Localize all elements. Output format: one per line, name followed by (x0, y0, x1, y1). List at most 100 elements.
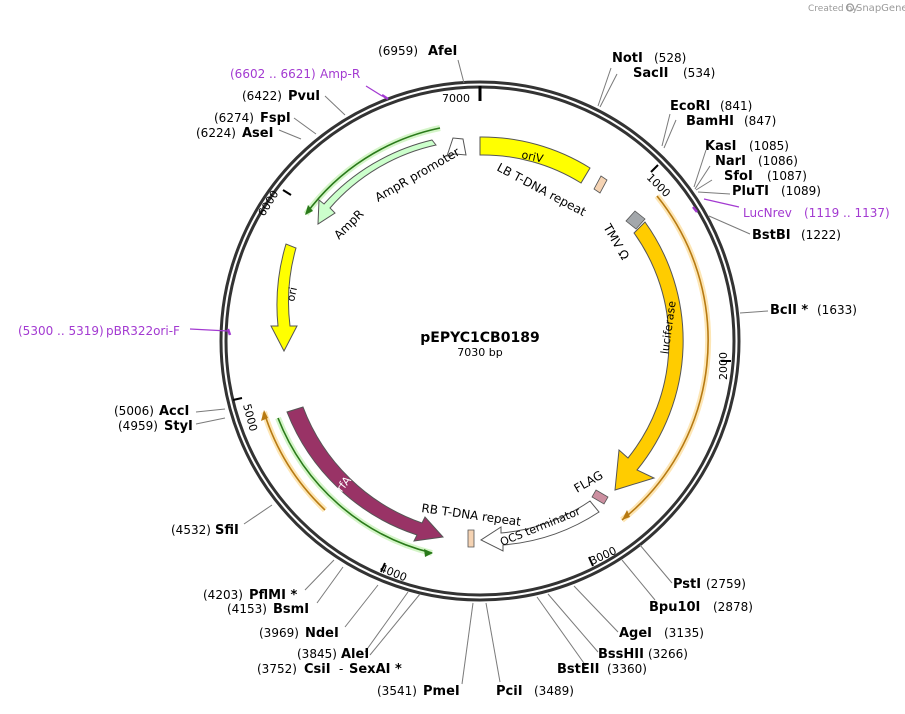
feature-flag-label: FLAG (572, 468, 606, 496)
site-acci-pos: (5006) (114, 404, 154, 418)
leader-pluti (697, 191, 731, 195)
site-sexai-name[interactable]: SexAI * (349, 662, 402, 677)
primer-pbr322ori-f-name[interactable]: pBR322ori-F (106, 324, 180, 338)
feature-tmv-omega[interactable] (625, 210, 646, 230)
feature-flag[interactable] (591, 489, 609, 505)
primer-pbr322ori-f-range: (5300 .. 5319) (18, 324, 104, 338)
leader-nari (694, 165, 711, 190)
brand-logo-text: SnapGene (856, 3, 905, 14)
leader-ecori (661, 113, 671, 147)
site-csii-pos: (3752) (257, 662, 297, 676)
primer-labels: (6602 .. 6621) Amp-R LucNrev (1119 .. 11… (18, 67, 890, 338)
leader-pmei (461, 602, 474, 685)
feature-ocs-terminator[interactable] (479, 500, 600, 552)
site-sacii-pos: (534) (683, 66, 715, 80)
site-pmei-pos: (3541) (377, 684, 417, 698)
site-psti-name[interactable]: PstI (673, 577, 701, 592)
leader-ndei (344, 584, 379, 628)
leader-amp-r (365, 85, 383, 97)
leader-lucnrev (703, 198, 740, 208)
site-bsteii-name[interactable]: BstEII (557, 662, 599, 677)
site-pvui-pos: (6422) (242, 89, 282, 103)
leader-csii (369, 593, 421, 656)
site-bsshii-name[interactable]: BssHII (598, 647, 644, 662)
primer-leaders (189, 85, 740, 336)
site-acci-name[interactable]: AccI (159, 404, 189, 419)
site-sfoi-name[interactable]: SfoI (724, 169, 753, 184)
primer-amp-r-name[interactable]: Amp-R (320, 67, 360, 81)
leader-sacii (599, 73, 618, 108)
leader-sfii (243, 504, 273, 525)
site-kasi-name[interactable]: KasI (705, 139, 736, 154)
feature-oriv[interactable] (479, 136, 591, 184)
leader-styi (195, 417, 226, 425)
site-agei-pos: (3135) (664, 626, 704, 640)
site-noti-name[interactable]: NotI (612, 51, 643, 66)
site-bpu10i-name[interactable]: Bpu10I (649, 600, 700, 615)
site-agei-name[interactable]: AgeI (619, 626, 652, 641)
site-pluti-name[interactable]: PluTI (732, 184, 769, 199)
site-fspi-name[interactable]: FspI (260, 111, 291, 126)
leader-bsshii (547, 593, 599, 653)
leader-asei (278, 129, 302, 140)
site-pflmi-name[interactable]: PflMI * (249, 588, 297, 603)
primer-track-luciferase-arrow (622, 510, 630, 520)
site-bcli-pos: (1633) (817, 303, 857, 317)
enzyme-leaders (195, 59, 769, 685)
site-sfii-name[interactable]: SfiI (215, 523, 239, 538)
site-sfoi-pos: (1087) (767, 169, 807, 183)
site-styi-pos: (4959) (118, 419, 158, 433)
feature-ampr-promoter[interactable] (446, 137, 467, 157)
tick-5000 (232, 397, 243, 401)
tick-label-7000: 7000 (442, 92, 470, 105)
site-pmei-name[interactable]: PmeI (423, 684, 460, 699)
leader-bsmi (316, 566, 344, 604)
feature-luciferase[interactable] (614, 221, 684, 491)
tick-label-2000: 2000 (717, 352, 730, 380)
site-ndei-pos: (3969) (259, 626, 299, 640)
leader-bamhi (663, 119, 677, 149)
leader-pbr322ori-f (189, 328, 229, 332)
site-kasi-pos: (1085) (749, 139, 789, 153)
feature-rb-tdna-repeat[interactable] (467, 529, 475, 548)
site-asei-name[interactable]: AseI (242, 126, 273, 141)
feature-ori[interactable] (270, 243, 298, 353)
leader-alei (364, 591, 409, 653)
plasmid-name: pEPYC1CB0189 (420, 330, 539, 346)
site-afei-pos: (6959) (378, 44, 418, 58)
leader-sfoi (695, 179, 713, 191)
site-pcii-name[interactable]: PciI (496, 684, 523, 699)
site-ecori-name[interactable]: EcoRI (670, 99, 710, 114)
site-alei-pos: (3845) (297, 647, 337, 661)
primer-track-trfa-line (263, 411, 326, 511)
feature-ampr[interactable] (317, 139, 437, 225)
tick-label-5000: 5000 (240, 402, 260, 432)
site-styi-name[interactable]: StyI (164, 419, 193, 434)
site-psti-pos: (2759) (706, 577, 746, 591)
primer-lucnrev-name[interactable]: LucNrev (743, 206, 792, 220)
site-bstbi-name[interactable]: BstBI (752, 228, 791, 243)
site-afei-name[interactable]: AfeI (428, 44, 457, 59)
leader-pflmi (304, 559, 335, 591)
leader-bpu10i (621, 559, 656, 601)
site-csii-name[interactable]: CsiI (304, 662, 331, 677)
leader-fspi (293, 117, 317, 135)
site-sacii-name[interactable]: SacII (633, 66, 669, 81)
site-separator: - (339, 662, 343, 676)
site-alei-name[interactable]: AleI (341, 647, 369, 662)
backbone-outer-strand (219, 80, 741, 602)
site-ndei-name[interactable]: NdeI (305, 626, 339, 641)
site-bsmi-name[interactable]: BsmI (273, 602, 309, 617)
site-nari-name[interactable]: NarI (715, 154, 746, 169)
primer-track-luciferase-line (621, 195, 709, 521)
site-pvui-name[interactable]: PvuI (288, 89, 320, 104)
site-bcli-name[interactable]: BclI * (770, 303, 808, 318)
site-bamhi-name[interactable]: BamHI (686, 114, 734, 129)
feature-lb-tdna-repeat[interactable] (593, 175, 608, 194)
site-asei-pos: (6224) (196, 126, 236, 140)
primer-track-amp-lower-line (277, 417, 433, 554)
tick-1000 (650, 164, 659, 173)
feature-trfa[interactable] (286, 406, 445, 542)
site-pcii-pos: (3489) (534, 684, 574, 698)
